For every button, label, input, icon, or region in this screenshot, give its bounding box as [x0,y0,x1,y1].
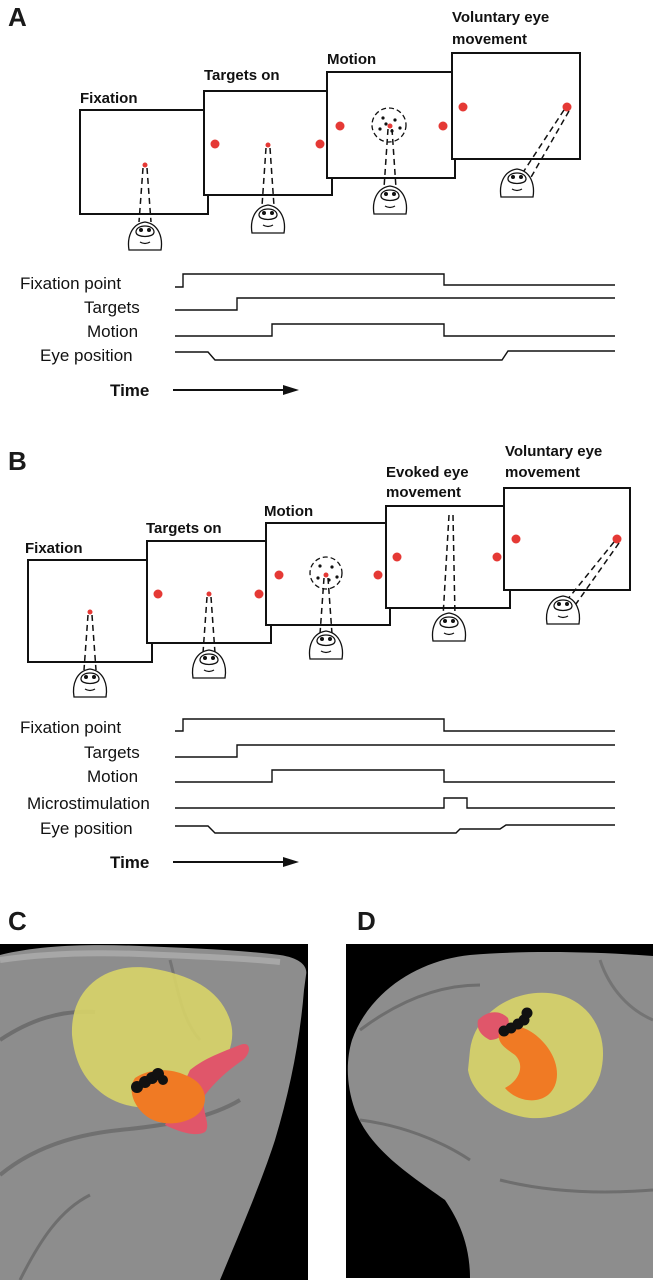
frame-label: Motion [264,503,313,520]
panel-letter-d: D [357,906,376,936]
target-right [492,552,502,562]
frame-label: Voluntary eye [505,443,602,460]
trace-label-motion: Motion [87,767,138,786]
panel-a: A Fixation Targets on Motion [8,2,615,400]
motion-aperture [309,556,343,590]
frame-a-motion: Motion [326,51,456,215]
target-left [335,121,345,131]
arrowhead-icon [283,857,299,867]
frame-label: movement [386,484,461,501]
timing-traces-b: Fixation point Targets Motion Microstimu… [20,718,615,872]
brain-image-c [0,944,308,1280]
arrowhead-icon [283,385,299,395]
monkey-head-icon [372,185,408,215]
frame-label: Targets on [146,520,222,537]
target-right-chosen [612,534,622,544]
trace-label-fixation-point: Fixation point [20,718,121,737]
frame-b-evoked: Evoked eye movement [385,464,511,642]
fixation-point [206,591,212,597]
monkey-head-icon [499,168,535,198]
frame-label: Motion [327,51,376,68]
monkey-head-icon [191,649,227,679]
target-left [210,139,220,149]
monkey-head-icon [431,612,467,642]
panel-b: B Fixation Targets on Motion [8,443,631,872]
frame-label: Fixation [80,90,138,107]
random-dots [316,564,339,582]
timing-traces-a: Fixation point Targets Motion Eye positi… [20,273,615,400]
fixation-point [142,162,148,168]
time-label: Time [110,853,149,872]
frame-label: Targets on [204,67,280,84]
trace-label-targets: Targets [84,298,140,317]
trace-label-motion: Motion [87,322,138,341]
frame-b-voluntary: Voluntary eye movement [503,443,631,625]
frame-b-fixation: Fixation [25,540,153,698]
frame-a-voluntary: Voluntary eye movement [451,9,581,198]
fixation-point [265,142,271,148]
frame-label: movement [505,464,580,481]
trace-label-fixation-point: Fixation point [20,274,121,293]
panel-d: D [346,906,653,1278]
frame-label: Voluntary eye [452,9,549,26]
target-left [392,552,402,562]
monkey-head-icon [72,668,108,698]
frame-label: movement [452,31,527,48]
target-left [153,589,163,599]
frame-label: Evoked eye [386,464,469,481]
target-right [373,570,383,580]
monkey-head-icon [545,595,581,625]
target-right [254,589,264,599]
monkey-head-icon [250,204,286,234]
stim-sites-c [131,1068,168,1093]
panel-letter-b: B [8,446,27,476]
fixation-point [87,609,93,615]
time-label: Time [110,381,149,400]
target-right [315,139,325,149]
brain-image-d [346,944,653,1278]
trace-label-microstimulation: Microstimulation [27,794,150,813]
trace-label-eye-position: Eye position [40,346,133,365]
target-right [438,121,448,131]
panel-c: C [0,906,308,1280]
frame-b-motion: Motion [264,503,391,660]
trace-label-targets: Targets [84,743,140,762]
frame-a-fixation: Fixation [79,90,209,251]
monkey-head-icon [308,630,344,660]
frame-b-targets-on: Targets on [146,520,272,679]
target-right-chosen [562,102,572,112]
panel-letter-a: A [8,2,27,32]
target-left [274,570,284,580]
target-left [511,534,521,544]
frame-a-targets-on: Targets on [203,67,333,234]
monkey-head-icon [127,221,163,251]
target-left [458,102,468,112]
trace-label-eye-position: Eye position [40,819,133,838]
frame-label: Fixation [25,540,83,557]
panel-letter-c: C [8,906,27,936]
stim-sites-d [498,1007,533,1037]
motion-aperture [371,107,407,143]
